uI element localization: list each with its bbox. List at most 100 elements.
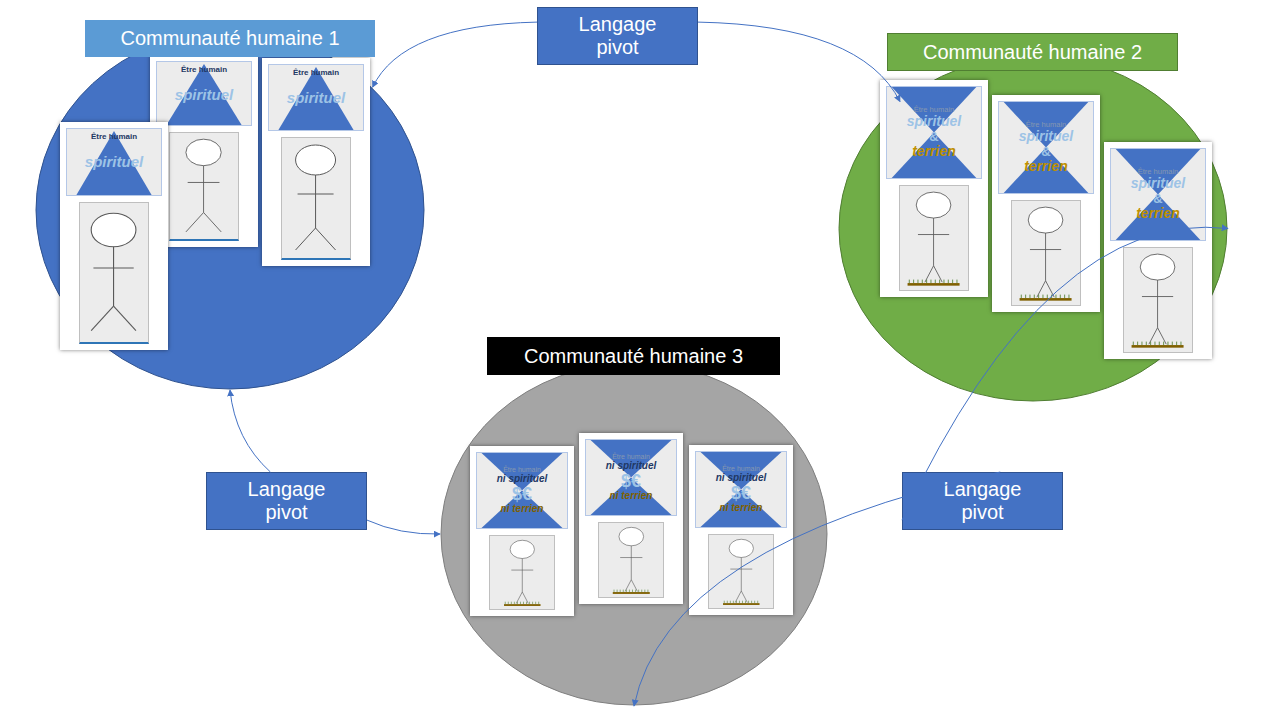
person-card: Être humainspirituel&terrien [1104,142,1212,359]
circle-outline [839,56,1227,401]
stick-figure [599,523,664,597]
card-emblem-use [166,64,241,125]
card-emblem-use [1116,149,1201,240]
figure-box [169,132,238,241]
card-text: Être humain [1026,121,1066,129]
circle-outline [36,31,424,389]
pivot-arrow [698,22,900,102]
community-label: Communauté humaine 2 [887,33,1178,71]
person-card: Être humainspirituel&terrien [880,80,988,297]
card-text-stack: Être humain spirituel [269,65,363,130]
card-text-stack: Être humainni spirituel$€ni terrien [586,440,676,515]
stick-figure [170,133,237,239]
card-text: ni terrien [610,491,653,502]
card-text: Être humain [914,106,954,114]
card-text: spirituel [907,114,961,129]
community-circle: Communauté humaine 2Être humainspirituel… [838,55,1228,402]
card-text: spirituel [1131,176,1185,191]
figure-box [489,535,556,610]
card-text: Être humain [503,466,541,474]
stick-figure-use [296,145,336,250]
card-text: Être humain [181,66,227,75]
community-label: Communauté humaine 1 [85,20,375,57]
card-emblem-use [482,453,563,528]
card-header: Être humainni spirituel$€ni terrien [476,452,568,529]
card-text: ni spirituel [606,461,657,472]
stick-figure [282,138,349,258]
card-text: Être humain [612,453,650,461]
stick-figure-use [186,139,221,232]
card-text: terrien [1024,159,1068,174]
community-circle: Communauté humaine 1Être humainspirituel… [35,30,425,390]
pivot-label: Langage pivot [568,13,668,59]
pivot-arrow [902,227,1228,520]
card-text: $€ [512,485,532,504]
card-text: Être humain [722,465,760,473]
person-card: Être humain spirituel [262,58,370,266]
card-text: ni spirituel [716,473,767,484]
pivot-arrow [230,390,270,472]
card-text-stack: Être humainni spirituel$€ni terrien [696,452,786,527]
card-text: ni terrien [501,504,544,515]
pivot-label: Langage pivot [237,478,337,524]
card-header: Être humainni spirituel$€ni terrien [695,451,787,528]
card-emblem-use [1004,102,1089,193]
figure-box [899,185,968,291]
card-text: terrien [1136,206,1180,221]
card-emblem-use [591,440,672,515]
card-text: spirituel [175,87,233,103]
card-text: ni spirituel [497,474,548,485]
card-emblem-use [76,131,151,195]
card-text-stack: Être humainspirituel&terrien [1111,149,1205,240]
card-text: Être humain [91,133,137,142]
card-header: Être humainspirituel&terrien [998,101,1094,194]
stick-figure [1012,201,1079,305]
pivot-arrow [367,520,440,534]
stick-figure-use [92,213,137,330]
stick-figure-use [1020,207,1072,301]
figure-box [1123,247,1192,353]
person-card: Être humainni spirituel$€ni terrien [689,445,793,615]
card-text-stack: Être humainspirituel&terrien [887,87,981,178]
card-text-stack: Être humainni spirituel$€ni terrien [477,453,567,528]
figure-box [708,534,775,609]
community-circle: Communauté humaine 3Être humainni spirit… [440,362,828,706]
stick-figure [900,186,967,290]
person-card: Être humainspirituel&terrien [992,95,1100,312]
pivot-box: Langage pivot [537,7,698,65]
card-text: spirituel [85,154,143,170]
card-text: & [929,130,938,144]
card-header: Être humainspirituel&terrien [886,86,982,179]
card-text: spirituel [287,90,345,106]
pivot-box: Langage pivot [902,472,1063,530]
pivot-box: Langage pivot [206,472,367,530]
stick-figure [1124,248,1191,352]
card-header: Être humainspirituel&terrien [1110,148,1206,241]
card-text: & [1041,145,1050,159]
card-text: $€ [731,484,751,503]
card-emblem-use [892,87,977,178]
figure-box [598,522,665,598]
stick-figure [80,203,147,342]
community-label: Communauté humaine 3 [487,337,780,375]
card-text: terrien [912,144,956,159]
card-text-stack: Être humain spirituel [157,62,251,125]
circle-outline [441,363,827,705]
pivot-arrow [373,22,537,87]
card-text: ni terrien [720,503,763,514]
person-card: Être humainni spirituel$€ni terrien [579,433,683,604]
card-text: Être humain [293,69,339,78]
stick-figure-use [908,192,960,286]
card-text-stack: Être humain spirituel [67,129,161,195]
card-text: spirituel [1019,129,1073,144]
card-header: Être humain spirituel [268,64,364,131]
card-header: Être humain spirituel [66,128,162,196]
stick-figure-use [1132,254,1184,348]
figure-box [79,202,148,344]
card-text: & [1153,192,1162,206]
card-emblem-use [278,67,353,130]
figure-box [1011,200,1080,306]
stick-figure [709,535,774,608]
card-header: Être humainni spirituel$€ni terrien [585,439,677,516]
